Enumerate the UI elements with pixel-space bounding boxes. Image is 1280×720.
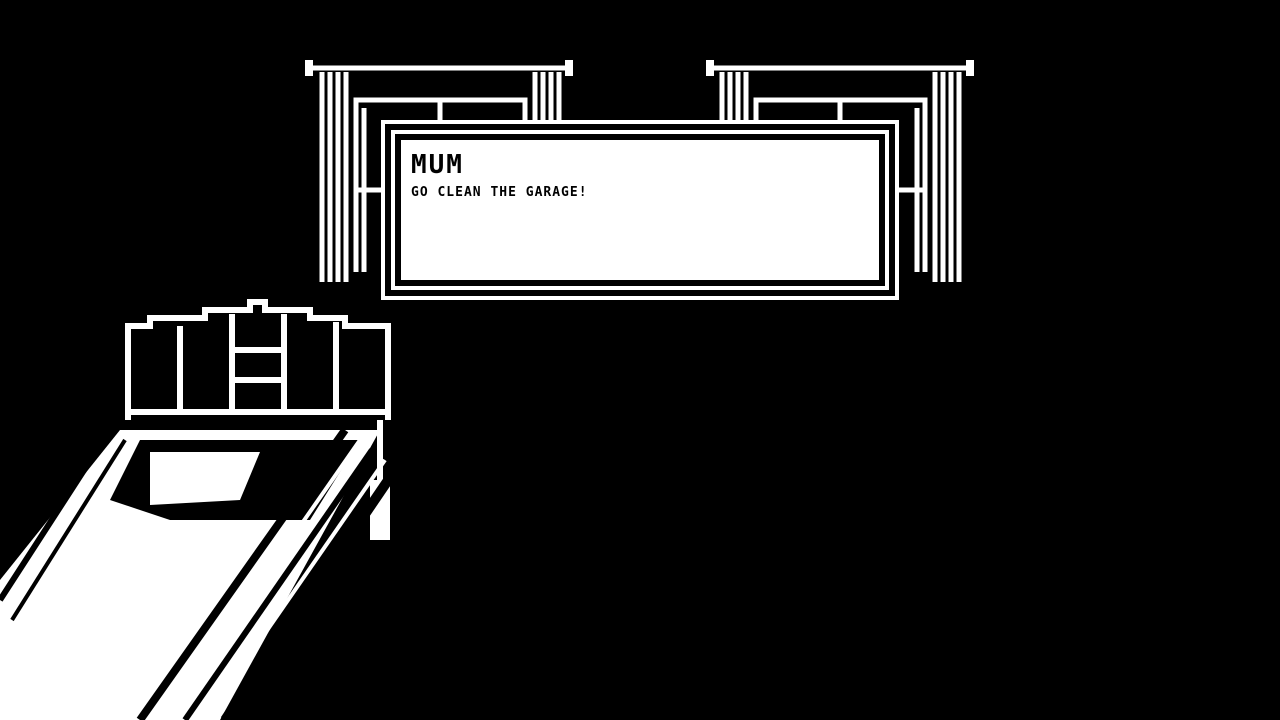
bed-headboard xyxy=(125,299,391,540)
bed-mattress xyxy=(0,427,400,720)
dialog-panel: MUM GO CLEAN THE GARAGE! xyxy=(401,140,879,280)
dialog-box[interactable]: MUM GO CLEAN THE GARAGE! xyxy=(381,120,899,300)
dialog-text: GO CLEAN THE GARAGE! xyxy=(411,185,588,200)
speaker-name: MUM xyxy=(411,150,464,180)
dialog-frame: MUM GO CLEAN THE GARAGE! xyxy=(391,130,889,290)
window-right xyxy=(706,60,974,282)
window-left xyxy=(305,60,573,282)
